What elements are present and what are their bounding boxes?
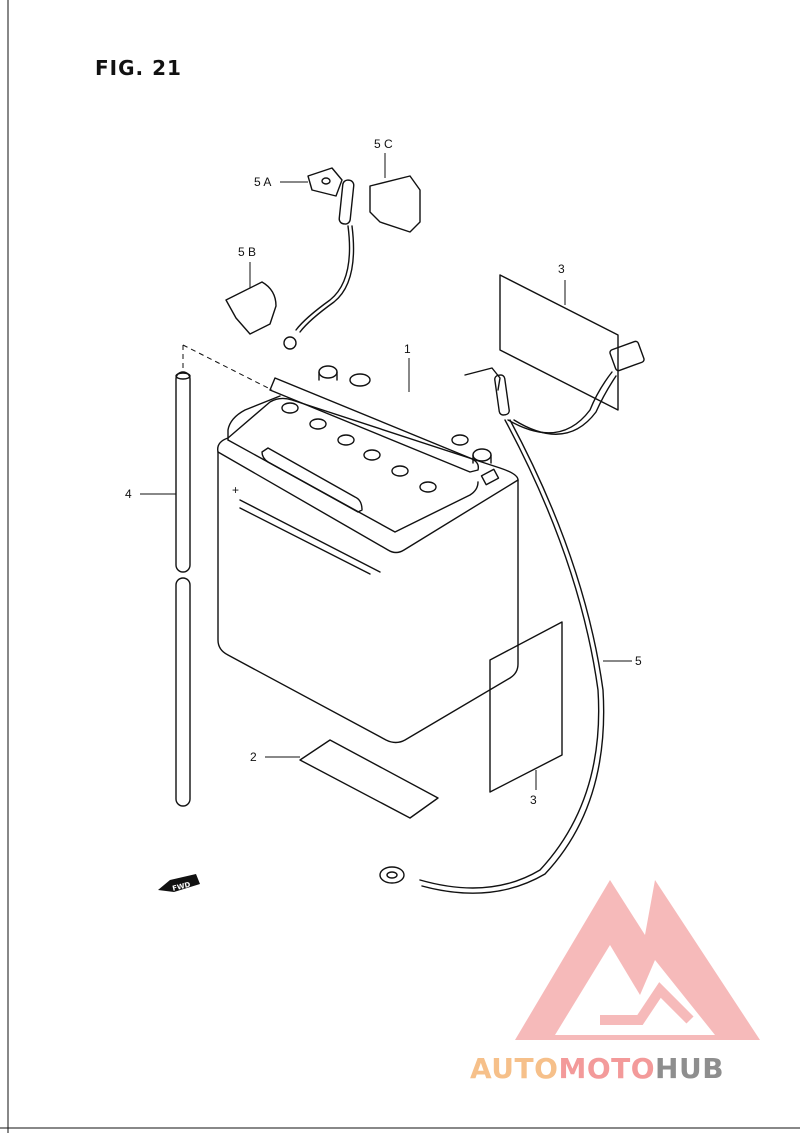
callout-battery: 1 [404, 342, 411, 356]
vent-tube-lower [175, 577, 191, 807]
watermark-part-2: MOTO [558, 1052, 656, 1085]
battery-front-line-1 [239, 499, 381, 573]
vent-tube [175, 371, 191, 807]
harness-connector [507, 340, 645, 435]
callout-sheet-upper: 3 [558, 262, 565, 276]
lead-5a-cable [295, 225, 351, 331]
cell-cap-5 [391, 465, 409, 477]
watermark-part-1: AUTO [470, 1052, 559, 1085]
harness-plug [609, 340, 645, 372]
cell-cap-3 [337, 434, 355, 446]
figure-title: FIG. 21 [95, 56, 182, 80]
battery-label-box [480, 468, 500, 486]
terminal-lead-5a [283, 167, 355, 350]
cell-cap-1 [281, 402, 299, 414]
harness-cable [507, 371, 613, 434]
watermark-part-3: HUB [655, 1052, 725, 1085]
cap-5c [369, 175, 421, 233]
battery-pad [299, 739, 439, 819]
battery-lid-top [227, 439, 479, 533]
sheet-lower [489, 621, 563, 793]
battery: + [217, 365, 519, 744]
sheet-upper [499, 274, 619, 411]
lead-5a-eye [283, 336, 297, 350]
terminal-5a [307, 167, 343, 197]
callout-sheet-lower: 3 [530, 793, 537, 807]
lead-wire-cable-2 [421, 419, 605, 894]
cell-cap-6 [419, 481, 437, 493]
battery-lid-back [217, 397, 519, 481]
terminal-5a-boot [338, 179, 355, 225]
cell-cap-4 [363, 449, 381, 461]
vent-leader-dash-2 [182, 344, 273, 391]
cell-cap-2 [309, 418, 327, 430]
callout-cap-5c: 5 C [374, 137, 393, 151]
watermark-text: AUTOMOTOHUB [470, 1052, 724, 1085]
battery-lid-edge [217, 451, 519, 554]
terminal-positive [318, 365, 338, 379]
lead-wire-terminal [464, 367, 501, 391]
battery-lid-rim [227, 395, 281, 441]
battery-top-rail [269, 377, 480, 473]
battery-plus-mark: + [232, 483, 239, 497]
lead-wire-cable [419, 419, 600, 889]
lead-wire [379, 367, 605, 894]
callout-pad: 2 [250, 750, 257, 764]
battery-body-outline [217, 451, 519, 744]
terminal-negative [472, 448, 492, 462]
watermark-logo [515, 880, 760, 1040]
vent-tube-upper [175, 371, 191, 573]
minus-plate [451, 434, 469, 446]
lead-wire-ring [379, 866, 405, 884]
lead-wire-boot [494, 374, 510, 416]
cover-5b [225, 281, 277, 335]
callout-vent-tube: 4 [125, 487, 132, 501]
callout-cover-5b: 5 B [238, 245, 257, 259]
callout-lead-wire: 5 [635, 654, 642, 668]
terminal-plate [349, 373, 371, 387]
callout-terminal-5a: 5 A [254, 175, 272, 189]
fwd-arrow-icon: FWD [158, 874, 200, 893]
battery-front-line-2 [239, 507, 371, 575]
battery-window [261, 447, 363, 513]
